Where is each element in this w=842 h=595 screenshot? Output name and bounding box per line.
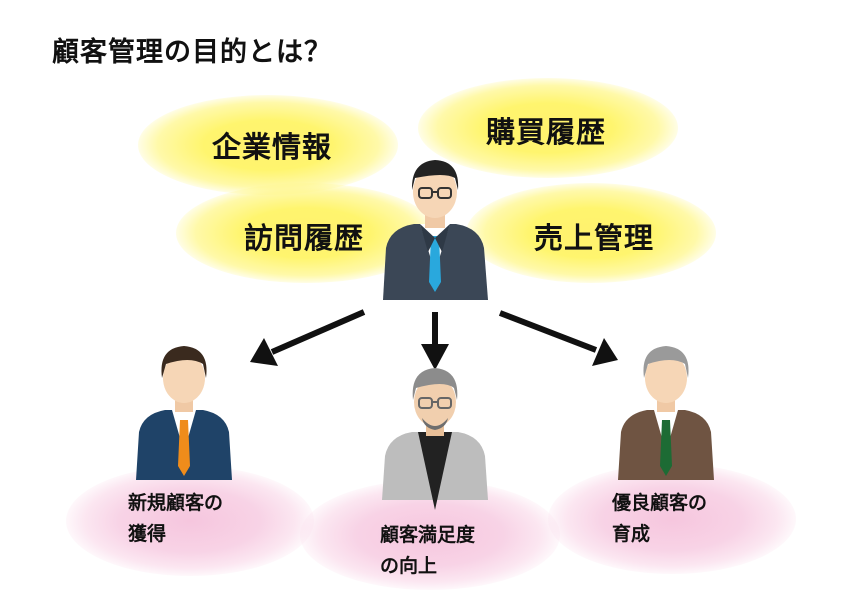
outcome-label-satisfaction: 顧客満足度 の向上 [380, 520, 475, 582]
outcome-bubble-loyal-customers [548, 464, 796, 574]
bubble-label-sales-management: 売上管理 [534, 221, 655, 255]
manager-figure [383, 160, 488, 300]
arrow-right [498, 310, 618, 366]
elderly-man-figure [382, 368, 488, 510]
outcome-label-loyal-customers: 優良顧客の 育成 [612, 488, 707, 550]
outcome-line: 新規顧客の [128, 492, 224, 514]
bubble-company-info [138, 95, 398, 195]
outcome-label-new-customers: 新規顧客の 獲得 [128, 488, 223, 550]
outcome-line: 顧客満足度 [380, 524, 476, 546]
outcome-line: 優良顧客の [612, 492, 708, 514]
bubble-label-visit-history: 訪問履歴 [244, 221, 365, 255]
young-businessman-figure [136, 346, 232, 480]
bubble-label-purchase-history: 購買履歴 [486, 115, 607, 149]
arrow-left [250, 309, 366, 366]
outcome-line: 獲得 [128, 523, 167, 545]
bubble-purchase-history [418, 78, 678, 178]
outcome-line: の向上 [380, 555, 438, 577]
senior-businessman-figure [618, 346, 714, 480]
page-title: 顧客管理の目的とは？ [52, 37, 332, 68]
outcome-line: 育成 [612, 523, 651, 545]
bubble-sales-management [466, 183, 716, 283]
outcome-bubble-new-customers [66, 466, 314, 576]
bubble-label-company-info: 企業情報 [212, 130, 333, 164]
arrow-down [421, 312, 449, 370]
